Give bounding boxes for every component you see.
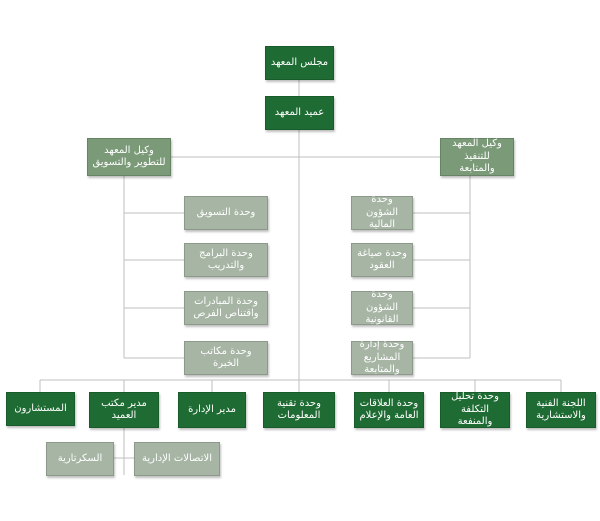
vice-dev-label: وكيل المعهد للتطوير والتسويق bbox=[92, 144, 166, 169]
left-unit-box: وحدة مكاتب الخبرة bbox=[184, 341, 268, 375]
bottom-label: وحدة العلاقات العامة والإعلام bbox=[359, 397, 419, 422]
right-unit-box: وحدة الشؤون القانونية bbox=[351, 289, 413, 326]
right-unit-box: وحدة الشؤون المالية bbox=[351, 194, 413, 231]
left-unit-box: وحدة التسويق bbox=[184, 196, 268, 230]
sub-unit-label: الاتصالات الإدارية bbox=[142, 452, 212, 464]
sub-unit-secretariat: السكرتارية bbox=[46, 442, 114, 476]
right-unit-label: وحدة الشؤون القانونية bbox=[365, 289, 399, 326]
right-unit-label: وحدة إدارة المشاريع والمتابعة bbox=[359, 339, 405, 376]
left-unit-label: وحدة مكاتب الخبرة bbox=[200, 345, 252, 370]
vice-exec-label: وكيل المعهد للتنفيذ والمتابعة bbox=[452, 138, 502, 175]
bottom-box-it-unit: وحدة تقنية المعلومات bbox=[263, 392, 335, 428]
bottom-label: وحدة تقنية المعلومات bbox=[277, 397, 321, 422]
right-unit-label: وحدة الشؤون المالية bbox=[365, 194, 399, 231]
bottom-box-admin-director: مدير الإدارة bbox=[178, 392, 246, 428]
dean-label: عميد المعهد bbox=[274, 106, 325, 118]
bottom-label: المستشارون bbox=[14, 402, 67, 414]
right-unit-label: وحدة صياغة العقود bbox=[357, 247, 407, 272]
bottom-box-pr-unit: وحدة العلاقات العامة والإعلام bbox=[354, 392, 424, 428]
bottom-box-office-director: مدير مكتب العميد bbox=[89, 392, 159, 428]
left-unit-label: وحدة التسويق bbox=[196, 206, 256, 218]
bottom-label: مدير مكتب العميد bbox=[101, 397, 147, 422]
left-unit-label: وحدة المبادرات واقتناص الفرص bbox=[193, 295, 259, 320]
sub-unit-label: السكرتارية bbox=[57, 452, 103, 464]
left-unit-label: وحدة البرامج والتدريب bbox=[199, 247, 253, 272]
dean-box: عميد المعهد bbox=[265, 96, 334, 130]
right-unit-box: وحدة إدارة المشاريع والمتابعة bbox=[351, 339, 413, 376]
left-unit-box: وحدة المبادرات واقتناص الفرص bbox=[184, 291, 268, 325]
bottom-label: مدير الإدارة bbox=[188, 403, 236, 415]
right-unit-box: وحدة صياغة العقود bbox=[351, 243, 413, 277]
left-unit-box: وحدة البرامج والتدريب bbox=[184, 243, 268, 277]
bottom-label: اللجنة الفنية والاستشارية bbox=[536, 397, 586, 422]
council-box: مجلس المعهد bbox=[265, 46, 334, 80]
bottom-label: وحدة تحليل التكلفة والمنفعة bbox=[451, 391, 499, 428]
bottom-box-cost-unit: وحدة تحليل التكلفة والمنفعة bbox=[440, 391, 510, 428]
bottom-box-advisors: المستشارون bbox=[6, 392, 75, 426]
vice-exec-box: وكيل المعهد للتنفيذ والمتابعة bbox=[440, 138, 514, 176]
vice-dev-box: وكيل المعهد للتطوير والتسويق bbox=[87, 138, 171, 176]
bottom-box-technical-committee: اللجنة الفنية والاستشارية bbox=[526, 392, 596, 428]
sub-unit-admin-comm: الاتصالات الإدارية bbox=[134, 442, 220, 476]
council-label: مجلس المعهد bbox=[270, 56, 329, 68]
